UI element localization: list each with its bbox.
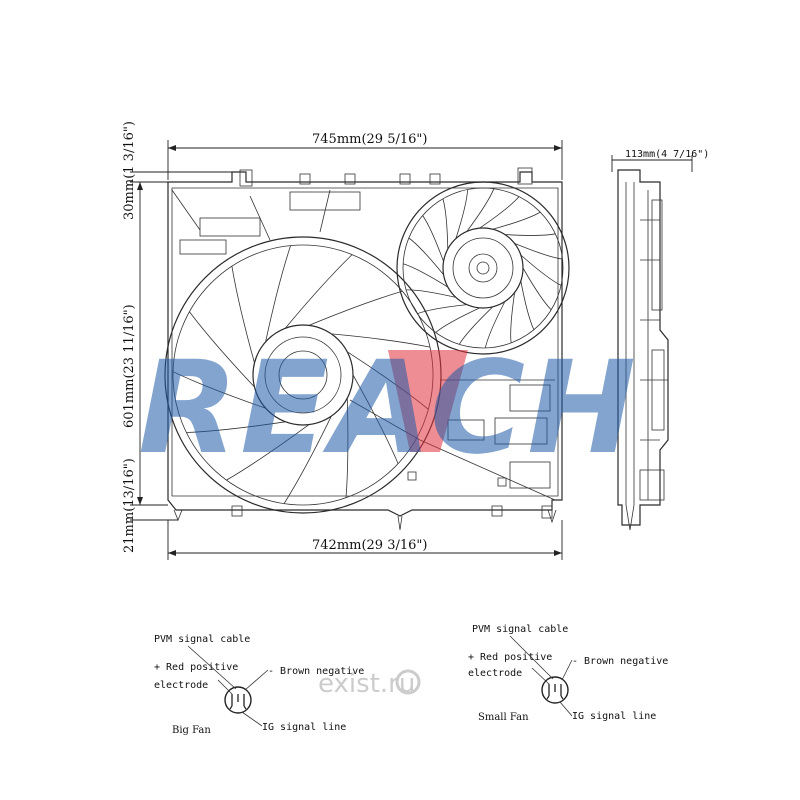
fan-blade	[510, 292, 515, 343]
big-fan-wiring: PVM signal cable + Red positive electrod…	[154, 634, 364, 736]
big-fan-connector-icon	[224, 686, 252, 714]
fan-blade	[422, 215, 444, 262]
fan-blade	[172, 371, 266, 409]
fan-blade	[466, 188, 495, 232]
fan-blade	[435, 307, 480, 333]
fan-blade	[345, 398, 349, 498]
front-view	[164, 167, 570, 531]
fan-blade	[284, 254, 353, 329]
fan-blade	[504, 233, 556, 236]
small-fan-pvm-label: PVM signal cable	[472, 624, 568, 635]
connector-boxes	[231, 384, 553, 519]
dim-depth: 113mm(4 7/16")	[625, 149, 709, 160]
big-fan-red-label-2: electrode	[154, 680, 208, 691]
top-brackets	[179, 167, 533, 255]
fan-blade	[189, 311, 255, 388]
small-fan-brown-label: - Brown negative	[572, 656, 668, 667]
fan-blade	[417, 304, 467, 315]
fan-blade	[308, 290, 403, 326]
big-fan-red-label-1: + Red positive	[154, 662, 238, 673]
fan-blade	[514, 243, 563, 260]
fan-blade	[402, 263, 449, 288]
dim-height: 601mm(23 11/16")	[122, 304, 137, 428]
fan-blade	[479, 196, 520, 229]
fan-blade	[520, 280, 535, 330]
fan-blade	[520, 254, 562, 286]
fan-blade	[226, 424, 310, 481]
fan-blade	[408, 237, 444, 275]
small-fan-red-label-2: electrode	[468, 668, 522, 679]
fan-blade	[283, 415, 332, 504]
fan-blade	[442, 198, 449, 250]
small-fan-title: Small Fan	[478, 712, 529, 723]
fan-blade	[231, 266, 255, 364]
fan-blade	[265, 245, 291, 342]
bottom-feet	[173, 509, 557, 531]
fan-blade	[458, 306, 494, 345]
big-fan-pvm-label: PVM signal cable	[154, 634, 250, 645]
dim-bottom-width: 742mm(29 3/16")	[312, 538, 427, 553]
dim-top-offset: 30mm(1 3/16")	[122, 121, 137, 220]
small-fan-connector-icon	[541, 676, 569, 704]
fan-blade	[331, 333, 431, 348]
big-fan-title: Big Fan	[172, 725, 211, 736]
small-fan-red-label-1: + Red positive	[468, 652, 552, 663]
watermark-red-mark	[388, 350, 468, 452]
watermark-site: exist.ru	[318, 669, 415, 699]
fan-blade	[522, 267, 552, 311]
dim-bottom-offset: 21mm(13/16")	[122, 458, 137, 553]
dimensions: 745mm(29 5/16") 742mm(29 3/16") 601mm(23…	[122, 121, 709, 560]
small-fan-wiring: PVM signal cable + Red positive electrod…	[468, 624, 668, 723]
fan-blade	[352, 374, 399, 464]
watermark-site-logo: exist.ru	[318, 669, 421, 699]
dim-top-width: 745mm(29 5/16")	[312, 132, 427, 147]
fan-blade	[492, 211, 541, 230]
watermark: REACH exist.ru	[138, 334, 638, 699]
fan-blade	[186, 421, 286, 433]
watermark-brand: REACH	[138, 334, 638, 483]
small-fan-rotor	[396, 181, 570, 355]
fan-blade	[405, 289, 456, 298]
fan-blade	[455, 189, 468, 239]
side-view	[617, 169, 669, 531]
big-fan-ig-label: IG signal line	[262, 722, 346, 733]
big-fan-rotor	[164, 236, 442, 514]
small-fan-ig-label: IG signal line	[572, 711, 656, 722]
big-fan-brown-label: - Brown negative	[268, 666, 364, 677]
fan-blade	[484, 301, 506, 349]
